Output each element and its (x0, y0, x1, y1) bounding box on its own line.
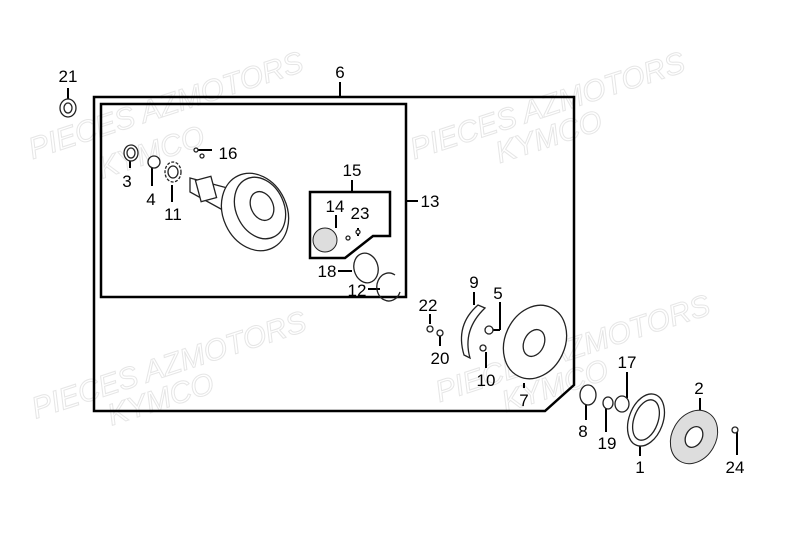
part-24-bolt (731, 426, 739, 434)
part-label-7: 7 (519, 391, 528, 410)
part-number-labels: 21 6 16 34 11 15 14 23 13 18 12 22 95 20 10 7 17 2 8 19 1 24 (59, 63, 745, 477)
part-8-nut (579, 384, 597, 406)
part-11-gear (164, 161, 182, 183)
part-23-spring (355, 229, 361, 235)
part-14-weight-roller (312, 227, 351, 253)
part-16-pin (193, 147, 205, 159)
part-20-bolt (436, 329, 444, 337)
part-label-15: 15 (343, 161, 362, 180)
part-label-12: 12 (348, 281, 367, 300)
part-label-2: 2 (694, 379, 703, 398)
part-3-seal (123, 144, 139, 162)
part-4-washer (147, 155, 161, 169)
part-label-8: 8 (578, 422, 587, 441)
subassembly-frame-15 (308, 190, 392, 260)
part-12-circlip (376, 272, 401, 302)
watermarks: PIECES AZMOTORS KYMCO PIECES AZMOTORS KY… (24, 45, 715, 432)
part-5-bushing (484, 325, 494, 335)
part-label-22: 22 (419, 296, 438, 315)
part-label-18: 18 (318, 262, 337, 281)
part-label-21: 21 (59, 67, 78, 86)
part-label-10: 10 (477, 371, 496, 390)
part-label-16: 16 (219, 144, 238, 163)
part-18-plate (353, 252, 379, 284)
assembly-frame-6 (92, 95, 576, 413)
part-label-9: 9 (469, 273, 478, 292)
part-7-drive-plate (502, 304, 568, 380)
part-label-6: 6 (335, 63, 344, 82)
part-21-washer (59, 98, 77, 118)
part-6-clutch-bell (189, 172, 290, 252)
part-label-5: 5 (493, 284, 502, 303)
part-label-20: 20 (431, 349, 450, 368)
part-label-13: 13 (421, 192, 440, 211)
part-2-cover (669, 409, 719, 465)
part-label-1: 1 (635, 458, 644, 477)
part-label-11: 11 (164, 205, 182, 224)
part-label-14: 14 (326, 197, 345, 216)
part-label-3: 3 (122, 172, 131, 191)
part-22-bolt (426, 325, 434, 333)
leader-lines (67, 82, 738, 456)
part-label-4: 4 (146, 190, 155, 209)
part-label-23: 23 (351, 204, 370, 223)
part-label-17: 17 (618, 353, 637, 372)
part-1-gasket (626, 393, 666, 447)
part-17-nut (614, 395, 630, 413)
part-10-spring (479, 344, 487, 352)
part-9-clutch-shoe (460, 304, 487, 360)
part-label-24: 24 (726, 458, 745, 477)
part-label-19: 19 (598, 434, 617, 453)
part-19-washer (602, 396, 614, 410)
